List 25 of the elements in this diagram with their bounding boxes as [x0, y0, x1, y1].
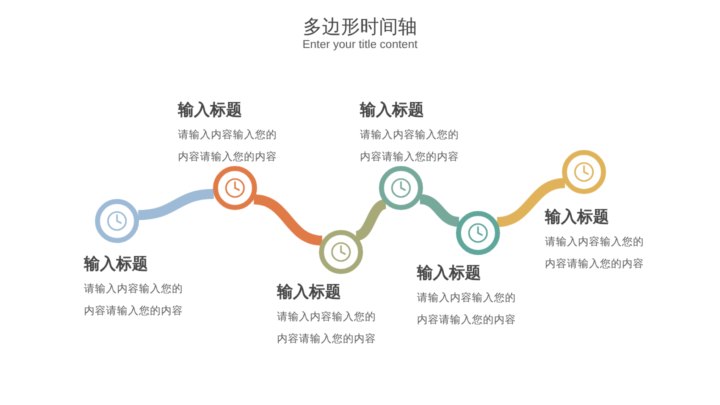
step-title: 输入标题 [360, 100, 424, 121]
step-title: 输入标题 [417, 263, 481, 284]
step-description: 请输入内容输入您的内容请输入您的内容 [178, 128, 278, 165]
step-description: 请输入内容输入您的内容请输入您的内容 [545, 235, 645, 272]
timeline-circle [456, 211, 500, 255]
timeline-circle [213, 166, 257, 210]
step-title: 输入标题 [545, 207, 609, 228]
step-title: 输入标题 [84, 254, 148, 275]
subtitle: Enter your title content [301, 39, 419, 51]
step-description: 请输入内容输入您的内容请输入您的内容 [84, 282, 184, 319]
step-description: 请输入内容输入您的内容请输入您的内容 [417, 291, 517, 328]
diagram-title: 多边形时间轴 [302, 15, 418, 40]
timeline-circle [562, 150, 606, 194]
step-description: 请输入内容输入您的内容请输入您的内容 [277, 310, 377, 347]
step-title: 输入标题 [277, 282, 341, 303]
timeline-band [496, 178, 566, 227]
timeline-band [138, 188, 214, 220]
timeline-band [253, 194, 323, 246]
timeline-band [420, 194, 460, 227]
step-description: 请输入内容输入您的内容请输入您的内容 [360, 128, 460, 165]
timeline-circle [379, 166, 423, 210]
step-title: 输入标题 [178, 100, 242, 121]
timeline-circle [319, 230, 363, 274]
timeline-band [355, 199, 387, 241]
timeline-circle [95, 199, 139, 243]
